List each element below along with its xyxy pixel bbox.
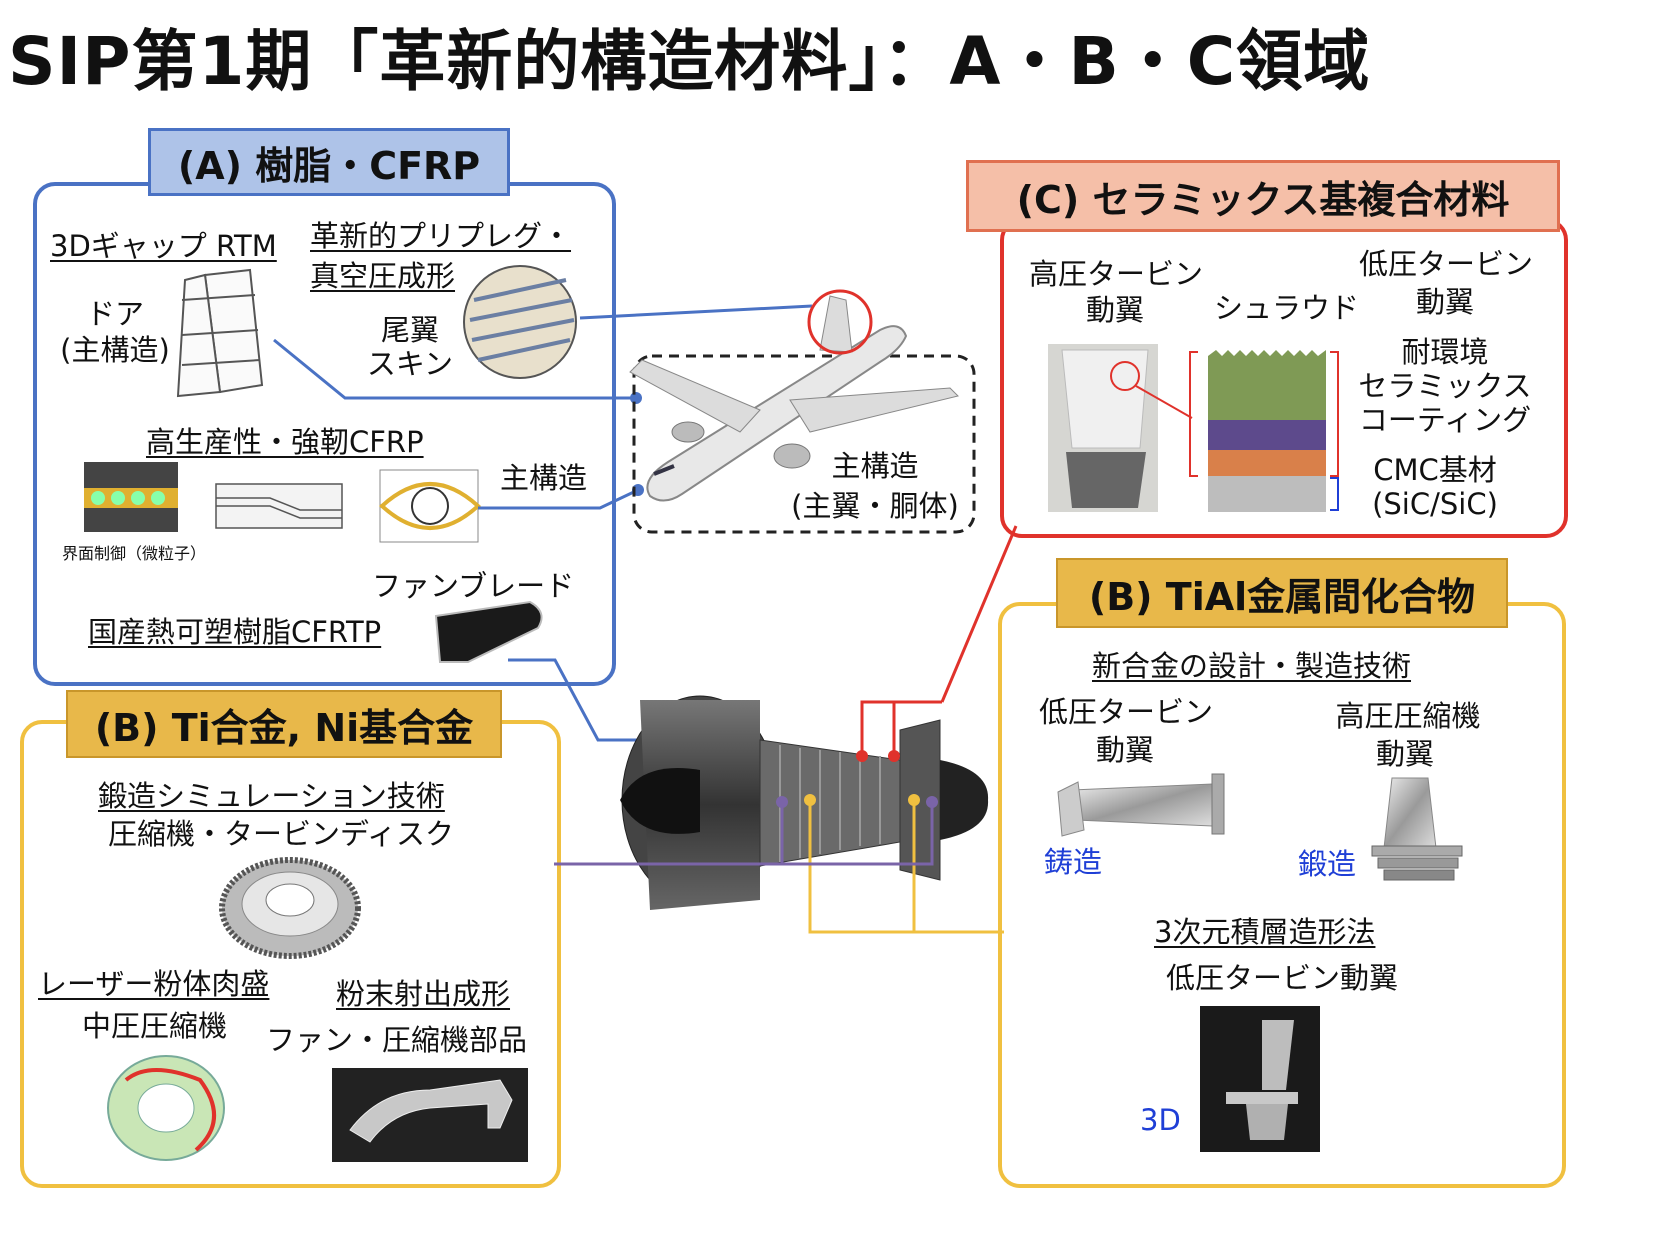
tail-highlight-circle bbox=[807, 289, 873, 355]
label-3d: 3D bbox=[1140, 1103, 1181, 1137]
lpt-c-label-2: 動翼 bbox=[1415, 285, 1474, 319]
aircraft-label-2: (主翼・胴体) bbox=[791, 489, 959, 523]
cast-blade-illustration bbox=[1057, 773, 1225, 837]
door-label-2: (主構造) bbox=[60, 333, 170, 367]
powder-label: 粉末射出成形 bbox=[336, 977, 511, 1011]
am-blade-photo bbox=[1200, 1006, 1320, 1152]
hpt-label-1: 高圧タービン bbox=[1028, 257, 1203, 291]
hpc-label-2: 動翼 bbox=[1375, 737, 1434, 771]
engine-connector-dot-hpt bbox=[856, 750, 868, 762]
forged-blade-illustration bbox=[1371, 777, 1463, 881]
tial-connectors bbox=[808, 800, 1004, 934]
disk-label: 圧縮機・タービンディスク bbox=[108, 817, 454, 851]
hpt-label-2: 動翼 bbox=[1085, 293, 1144, 327]
panel-b-left-header: (B) Ti合金, Ni基合金 bbox=[66, 690, 502, 758]
hpc-label-1: 高圧圧縮機 bbox=[1335, 699, 1481, 733]
engine-connector-dot-y1 bbox=[804, 794, 816, 806]
aircraft-box bbox=[632, 354, 976, 534]
lpt-b-label-2: 動翼 bbox=[1095, 733, 1154, 767]
cmc-label-1: CMC基材 bbox=[1373, 453, 1497, 487]
shroud-label: シュラウド bbox=[1214, 291, 1360, 325]
tail-label-2: スキン bbox=[366, 347, 454, 381]
cmc-label-2: (SiC/SiC) bbox=[1372, 487, 1498, 521]
casting-label: 鋳造 bbox=[1044, 845, 1103, 879]
prepreg-label-1: 革新的プリプレグ・ bbox=[310, 219, 572, 253]
ebc-label-2: セラミックス bbox=[1358, 369, 1532, 403]
main-struct-label: 主構造 bbox=[500, 461, 588, 495]
lpt-c-label-1: 低圧タービン bbox=[1358, 247, 1533, 281]
lpt-b-label-1: 低圧タービン bbox=[1038, 695, 1213, 729]
am-label: 3次元積層造形法 bbox=[1154, 915, 1376, 949]
gap-rtm-label: 3Dギャップ RTM bbox=[50, 229, 277, 263]
ebc-label-1: 耐環境 bbox=[1401, 335, 1489, 369]
tail-skin-illustration bbox=[463, 265, 577, 379]
fan-blade-label: ファンブレード bbox=[372, 569, 575, 603]
aircraft-illustration bbox=[629, 295, 959, 502]
laser-label: レーザー粉体肉盛 bbox=[38, 967, 270, 1001]
fiber-lens-illustration bbox=[379, 469, 481, 543]
ceramic-connectors bbox=[860, 525, 1018, 756]
door-frame-illustration bbox=[176, 268, 264, 398]
engine-connector-dot-y2 bbox=[908, 794, 920, 806]
cfrtp-label: 国産熱可塑樹脂CFRTP bbox=[88, 615, 382, 649]
ebc-label-3: コーティング bbox=[1358, 403, 1532, 437]
page-title: SIP第1期「革新的構造材料」：A・B・C領域 bbox=[8, 23, 1371, 100]
prepreg-label-2: 真空圧成形 bbox=[310, 259, 456, 293]
engine-connector-dot-hpt2 bbox=[888, 750, 900, 762]
laser-clad-part-illustration bbox=[102, 1046, 228, 1168]
aircraft-label-1: 主構造 bbox=[831, 449, 919, 483]
interface-label: 界面制御（微粒子） bbox=[62, 544, 207, 563]
panel-c-header: (C) セラミックス基複合材料 bbox=[966, 160, 1560, 232]
turbine-disk-illustration bbox=[219, 857, 361, 959]
mim-part-photo bbox=[332, 1068, 528, 1162]
door-label-1: ドア bbox=[85, 297, 144, 331]
aircraft-connector-dot-1 bbox=[630, 392, 642, 404]
engine-connector-dot-p1 bbox=[776, 796, 788, 808]
laminate-illustration bbox=[84, 462, 178, 532]
new-alloy-label: 新合金の設計・製造技術 bbox=[1092, 649, 1412, 683]
hpt-blade-photo bbox=[1048, 344, 1193, 512]
fan-blade-cfrtp-illustration bbox=[434, 600, 543, 663]
high-prod-label: 高生産性・強靭CFRP bbox=[146, 425, 424, 459]
panel-a-header: (A) 樹脂・CFRP bbox=[148, 128, 510, 196]
forging-label: 鍛造 bbox=[1298, 847, 1357, 881]
forging-sim-label: 鍛造シミュレーション技術 bbox=[98, 779, 445, 813]
tail-label-1: 尾翼 bbox=[380, 313, 439, 347]
engine-illustration bbox=[620, 695, 989, 910]
lpt-blade-label: 低圧タービン動翼 bbox=[1166, 961, 1399, 995]
imc-label: 中圧圧縮機 bbox=[82, 1009, 228, 1043]
panel-b-right-header: (B) TiAl金属間化合物 bbox=[1056, 558, 1508, 628]
engine-connector-dot-p2 bbox=[926, 796, 938, 808]
coating-layers-diagram bbox=[1189, 350, 1339, 512]
fan-parts-label: ファン・圧縮機部品 bbox=[266, 1023, 528, 1057]
ply-drop-illustration bbox=[215, 483, 343, 529]
ti-ni-connectors bbox=[554, 802, 934, 866]
